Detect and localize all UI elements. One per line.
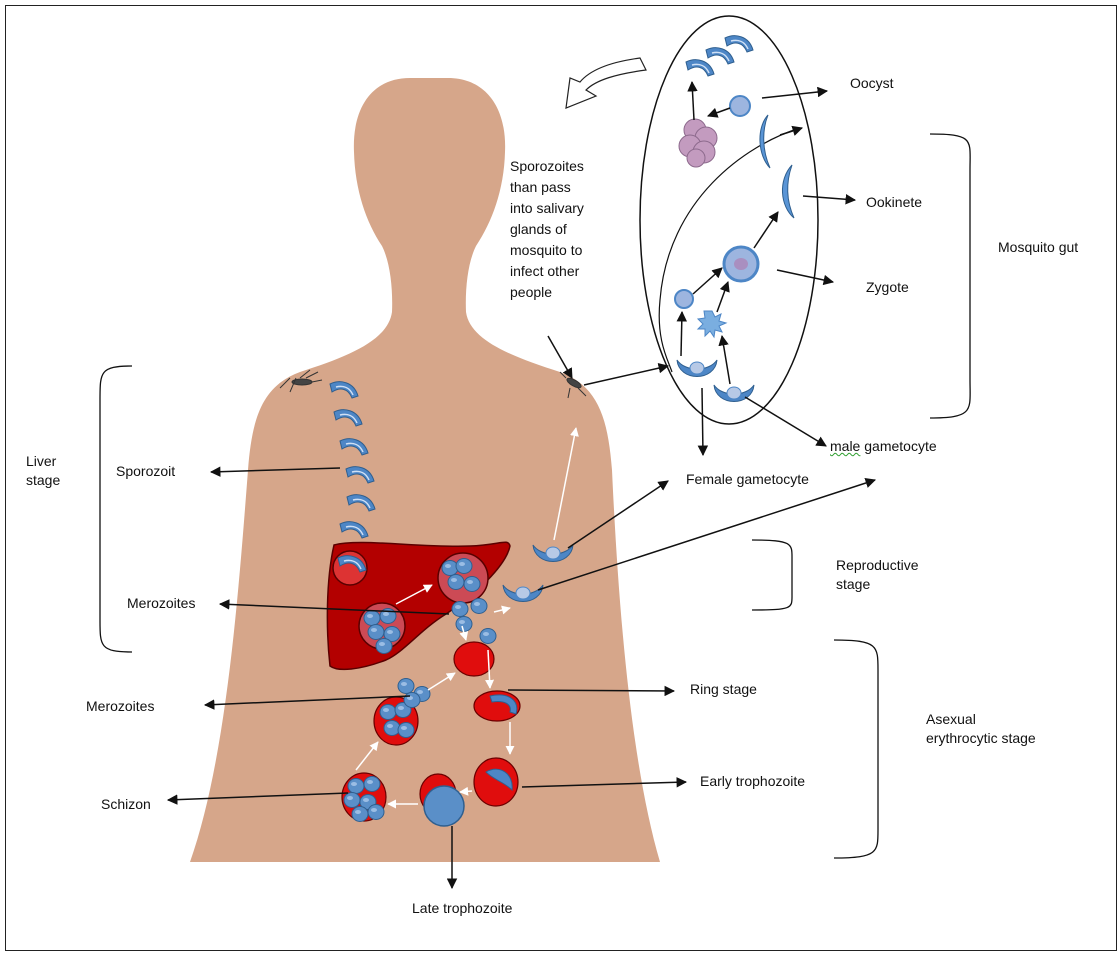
label-asexual-stage: Asexual erythrocytic stage	[926, 710, 1036, 748]
label-merozoites-liver: Merozoites	[127, 594, 195, 613]
label-liver-stage: Liver stage	[26, 452, 60, 490]
label-reproductive-stage: Reproductive stage	[836, 556, 919, 594]
mosquito-gut-ellipse	[640, 16, 818, 424]
asexual-stage-bracket	[834, 640, 878, 858]
label-late-trophozoite: Late trophozoite	[412, 899, 512, 918]
label-sporozoites-pass: Sporozoites than pass into salivary glan…	[510, 156, 584, 303]
label-oocyst: Oocyst	[850, 74, 894, 93]
label-schizon: Schizon	[101, 795, 151, 814]
cycle-direction-arrow	[566, 58, 646, 108]
oocyst-cluster	[679, 119, 717, 167]
mosquito-gut-bracket	[930, 134, 970, 418]
label-zygote: Zygote	[866, 278, 909, 297]
label-merozoites-blood: Merozoites	[86, 697, 154, 716]
label-female-gametocyte: Female gametocyte	[686, 470, 809, 489]
label-sporozoit: Sporozoit	[116, 462, 175, 481]
label-ring-stage: Ring stage	[690, 680, 757, 699]
label-male-prefix: male	[830, 438, 860, 454]
label-early-trophozoite: Early trophozoite	[700, 772, 805, 791]
label-mosquito-gut: Mosquito gut	[998, 238, 1078, 257]
label-ookinete: Ookinete	[866, 193, 922, 212]
label-male-suffix: gametocyte	[860, 438, 936, 454]
label-male-gametocyte: male gametocyte	[830, 437, 937, 456]
reproductive-stage-bracket	[752, 540, 792, 610]
